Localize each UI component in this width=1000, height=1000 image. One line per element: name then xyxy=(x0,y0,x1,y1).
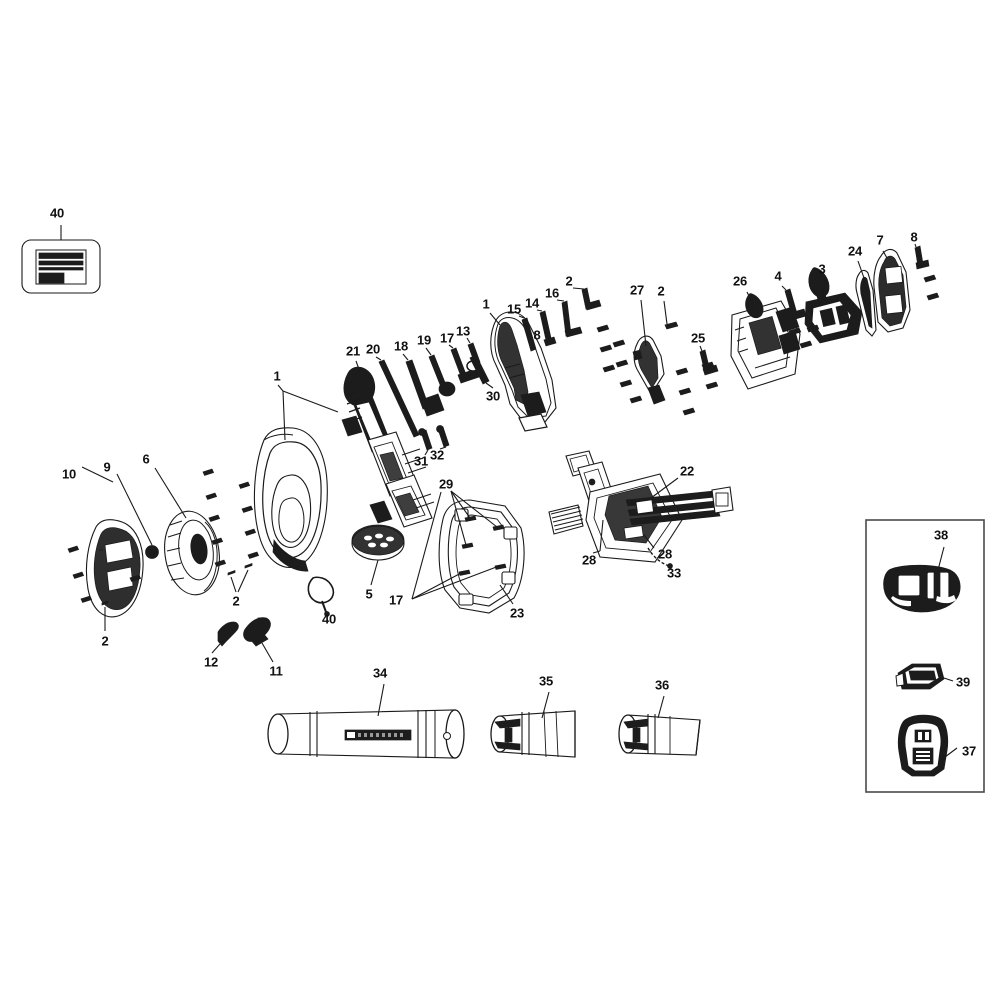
part-hanger-loop-40 xyxy=(307,576,335,617)
callout-screw: 2 xyxy=(101,633,109,649)
callout-lock-bar: 24 xyxy=(847,243,863,259)
callout-housing-half-right: 1 xyxy=(482,296,490,312)
part-housing-half-left-1 xyxy=(253,384,339,572)
callout-speed-control-module: 27 xyxy=(629,282,645,298)
callout-pivot-ball: 9 xyxy=(103,459,111,475)
callout-hanger-loop: 40 xyxy=(321,611,337,627)
part-speed-control-module-27 xyxy=(632,299,666,405)
part-bearing-18 xyxy=(402,353,445,417)
part-battery-door-7 xyxy=(873,248,911,333)
part-screw-flange-25 xyxy=(699,345,719,376)
part-fan-hub-cap-5 xyxy=(351,524,405,586)
callout-screw-short: 8 xyxy=(533,327,541,343)
part-screw-column-2-mid xyxy=(202,468,260,593)
callout-battery-pack-top: 37 xyxy=(961,743,977,759)
callout-battery-pack-side: 39 xyxy=(955,674,971,690)
part-retaining-clip-12 xyxy=(211,621,239,654)
callout-control-board-assembly: 22 xyxy=(679,463,695,479)
callout-screw-cover: 29 xyxy=(438,476,454,492)
callout-motor-assembly: 21 xyxy=(345,343,361,359)
part-pivot-ball-9 xyxy=(116,473,159,559)
callout-pin: 14 xyxy=(524,295,540,311)
part-screw-2-near-27 xyxy=(663,300,679,330)
callout-wire-harness: 28 xyxy=(657,546,673,562)
part-latch-bracket-11 xyxy=(243,617,274,663)
callout-blower-tube: 34 xyxy=(372,665,388,681)
part-spacer-bushing-19 xyxy=(425,347,456,397)
part-battery-pack-top-37 xyxy=(897,714,958,777)
callout-warning-label-plate: 40 xyxy=(49,205,65,221)
callout-battery-receptacle: 26 xyxy=(732,273,748,289)
callout-bearing: 18 xyxy=(393,338,409,354)
callout-screw: 2 xyxy=(657,283,665,299)
callout-wire-harness: 28 xyxy=(581,552,597,568)
callout-washer: 13 xyxy=(455,323,471,339)
callout-terminal-connector: 33 xyxy=(666,565,682,581)
callout-screw-pan-head: 4 xyxy=(774,268,782,284)
callout-motor-shaft: 20 xyxy=(365,341,381,357)
part-motor-assembly-21 xyxy=(341,360,435,528)
part-impeller-fan-6 xyxy=(154,467,220,596)
callout-screw-small: 32 xyxy=(429,447,445,463)
callout-wide-nozzle: 36 xyxy=(654,677,670,693)
callout-impeller-fan: 6 xyxy=(142,451,150,467)
part-battery-receptacle-26 xyxy=(730,291,801,390)
callout-screw: 2 xyxy=(565,273,573,289)
part-right-fasteners xyxy=(518,287,602,352)
callout-screw: 2 xyxy=(232,593,240,609)
callout-spring: 15 xyxy=(506,301,522,317)
part-battery-charger-38 xyxy=(883,546,961,613)
part-concentrator-nozzle-35 xyxy=(490,691,576,758)
callout-trigger-lever: 30 xyxy=(485,388,501,404)
accessory-inset-panel xyxy=(865,519,985,793)
part-wide-nozzle-36 xyxy=(618,695,701,756)
callout-screw-long: 17 xyxy=(439,330,455,346)
part-control-board-assembly-22 xyxy=(548,450,734,569)
part-label-plate-40 xyxy=(21,225,101,294)
callout-fan-hub-cap: 5 xyxy=(365,586,373,602)
callout-spacer-bushing: 19 xyxy=(416,332,432,348)
callout-switch-module: 3 xyxy=(818,261,826,277)
callout-rod: 16 xyxy=(544,285,560,301)
callout-rear-end-cap: 10 xyxy=(61,466,77,482)
callout-concentrator-nozzle: 35 xyxy=(538,673,554,689)
part-screw-long-17 xyxy=(448,344,480,384)
part-access-cover-plate-23 xyxy=(411,490,525,614)
callout-access-cover-plate: 23 xyxy=(509,605,525,621)
part-screw-group-2-left xyxy=(67,545,142,631)
part-small-screws-31-32 xyxy=(418,425,450,456)
callout-screw-small: 31 xyxy=(413,453,429,469)
part-fastener-row xyxy=(375,337,481,438)
part-blower-tube-34 xyxy=(267,683,465,759)
callout-screw-short: 8 xyxy=(910,229,918,245)
callout-screw-flange: 25 xyxy=(690,330,706,346)
part-housing-half-right-1 xyxy=(489,311,557,432)
part-trigger-lever-30 xyxy=(469,354,494,389)
callout-retaining-clip: 12 xyxy=(203,654,219,670)
part-screws-near-3 xyxy=(788,324,820,349)
part-screw-short-8-right xyxy=(914,243,940,301)
callout-housing-half-left: 1 xyxy=(273,368,281,384)
part-rear-end-cap-10 xyxy=(81,466,144,618)
callout-latch-bracket: 11 xyxy=(269,663,283,679)
callout-screw-long: 17 xyxy=(388,592,404,608)
callout-battery-door: 7 xyxy=(876,232,884,248)
part-screw-field-right xyxy=(596,324,633,388)
part-screw-column-near-25 xyxy=(629,361,719,416)
part-battery-pack-side-39 xyxy=(895,663,954,690)
callout-battery-charger: 38 xyxy=(933,527,949,543)
part-lock-bar-24 xyxy=(855,260,877,337)
part-switch-module-3 xyxy=(804,267,863,344)
